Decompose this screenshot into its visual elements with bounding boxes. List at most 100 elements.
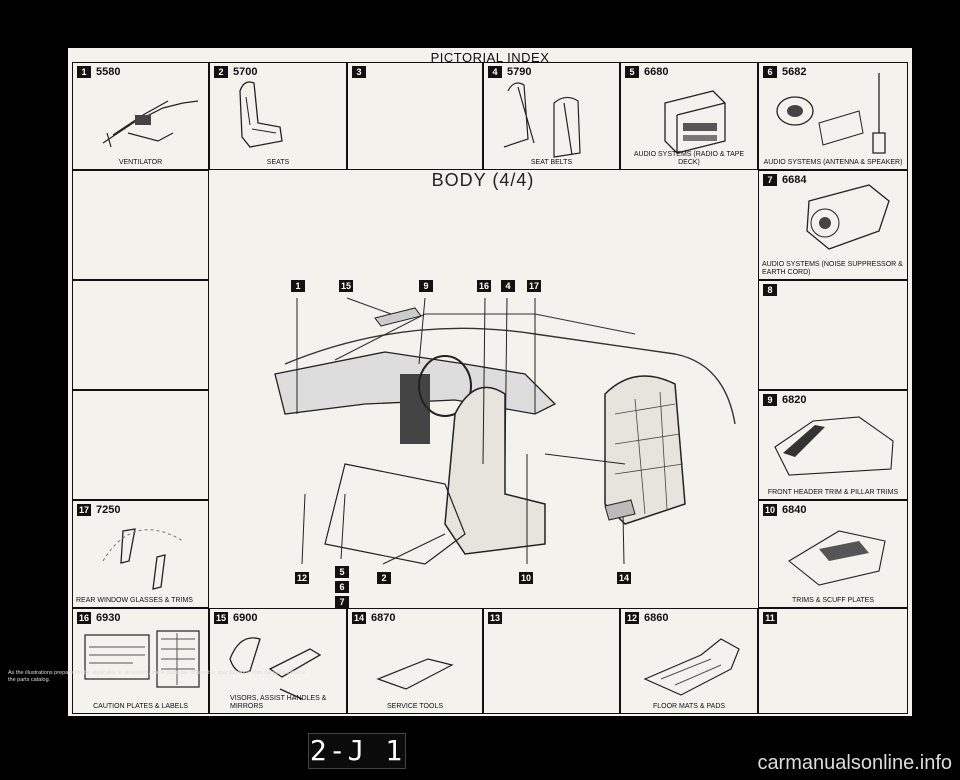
page-title: PICTORIAL INDEX [430,50,550,65]
radio-illustration [664,90,726,154]
transmission-illustration [806,184,890,250]
cell-noise-suppressor[interactable]: 7 6684 AUDIO SYSTEMS (NOISE SUPPRESSOR & … [758,170,908,280]
callout-5[interactable]: 5 [335,562,349,580]
badge: 1 [77,66,91,78]
badge: 17 [77,504,91,516]
seat-illustration [239,81,283,148]
badge: 14 [352,612,366,624]
callout-badge: 9 [419,280,433,292]
badge: 13 [488,612,502,624]
cell-caution-plates[interactable]: 16 6930 CAUTION PLATES & LABELS [72,608,209,714]
seat-belt-illustration [503,82,581,158]
callout-badge: 5 [335,566,349,578]
part-code: 7250 [96,504,121,516]
part-code: 6684 [782,174,807,186]
callout-badge: 10 [519,572,533,584]
callout-badge: 14 [617,572,631,584]
callout-15[interactable]: 15 [339,276,353,294]
cell-13[interactable]: 13 [483,608,620,714]
badge: 6 [763,66,777,78]
callout-badge: 6 [335,581,349,593]
cell-left-empty-3 [72,390,209,500]
callout-10[interactable]: 10 [519,568,533,586]
badge: 16 [77,612,91,624]
callout-7[interactable]: 7 [335,592,349,610]
cell-scuff-plates[interactable]: 10 6840 TRIMS & SCUFF PLATES [758,500,908,608]
badge: 5 [625,66,639,78]
callout-badge: 1 [291,280,305,292]
callout-badge: 2 [377,572,391,584]
badge: 15 [214,612,228,624]
visor-illustration [229,637,322,700]
car-interior-illustration [274,297,736,565]
part-code: 6900 [233,612,258,624]
badge: 11 [763,612,777,624]
part-code: 5700 [233,66,258,78]
part-code: 6930 [96,612,121,624]
caption: AUDIO SYSTEMS (NOISE SUPPRESSOR & EARTH … [762,261,903,276]
callout-1[interactable]: 1 [291,276,305,294]
badge: 12 [625,612,639,624]
callout-badge: 12 [295,572,309,584]
callout-badge: 16 [477,280,491,292]
labels-illustration [84,630,200,688]
caption: SEATS [266,159,290,166]
callout-4[interactable]: 4 [501,276,515,294]
cell-left-empty-2 [72,280,209,390]
cell-3[interactable]: 3 [347,62,483,170]
cell-header-trim[interactable]: 9 6820 FRONT HEADER TRIM & PILLAR TRIMS [758,390,908,500]
part-code: 6820 [782,394,807,406]
part-code: 6870 [371,612,396,624]
badge: 2 [214,66,228,78]
part-code: 6860 [644,612,669,624]
badge: 7 [763,174,777,186]
watermark: carmanualsonline.info [757,752,952,774]
callout-6[interactable]: 6 [335,577,349,595]
rear-window-illustration [102,528,184,590]
callout-9[interactable]: 9 [419,276,433,294]
caption: FRONT HEADER TRIM & PILLAR TRIMS [767,489,899,496]
cell-left-empty-1 [72,170,209,280]
cell-audio-radio[interactable]: 5 6680 AUDIO SYSTEMS (RADIO & TAPE DECK) [620,62,758,170]
callout-2[interactable]: 2 [377,568,391,586]
caption: VISORS, ASSIST HANDLES & MIRRORS [230,695,327,710]
cell-visors[interactable]: 15 6900 VISORS, ASSIST HANDLES & MIRRORS [209,608,347,714]
footnote: As the illustrations prepared to be appl… [8,670,306,683]
scuff-plate-illustration [788,530,886,586]
caption: REAR WINDOW GLASSES & TRIMS [76,597,193,604]
antenna-speaker-illustration [776,73,886,154]
floor-mat-illustration [643,638,740,696]
callout-14[interactable]: 14 [617,568,631,586]
cell-service-tools[interactable]: 14 6870 SERVICE TOOLS [347,608,483,714]
badge: 9 [763,394,777,406]
part-code: 5790 [507,66,532,78]
caption: TRIMS & SCUFF PLATES [792,597,874,604]
caption: CAUTION PLATES & LABELS [93,703,188,710]
cell-seats[interactable]: 2 5700 SEATS [209,62,347,170]
caption: SERVICE TOOLS [386,703,444,710]
page-number: 2-J 1 [308,733,406,769]
cell-floor-mats[interactable]: 12 6860 FLOOR MATS & PADS [620,608,758,714]
caption: AUDIO SYSTEMS (RADIO & TAPE DECK) [633,151,745,166]
caption: AUDIO SYSTEMS (ANTENNA & SPEAKER) [763,159,903,166]
part-code: 6680 [644,66,669,78]
badge: 10 [763,504,777,516]
cell-rear-window[interactable]: 17 7250 REAR WINDOW GLASSES & TRIMS [72,500,209,608]
callout-badge: 17 [527,280,541,292]
cell-11[interactable]: 11 [758,608,908,714]
caption: FLOOR MATS & PADS [652,703,726,710]
callout-12[interactable]: 12 [295,568,309,586]
callout-16[interactable]: 16 [477,276,491,294]
body-title: BODY (4/4) [431,170,535,190]
part-code: 6840 [782,504,807,516]
header-trim-illustration [774,416,894,476]
cell-8[interactable]: 8 [758,280,908,390]
part-code: 5682 [782,66,807,78]
caption: SEAT BELTS [530,159,573,166]
cell-audio-antenna[interactable]: 6 5682 AUDIO SYSTEMS (ANTENNA & SPEAKER) [758,62,908,170]
callout-17[interactable]: 17 [527,276,541,294]
badge: 8 [763,284,777,296]
